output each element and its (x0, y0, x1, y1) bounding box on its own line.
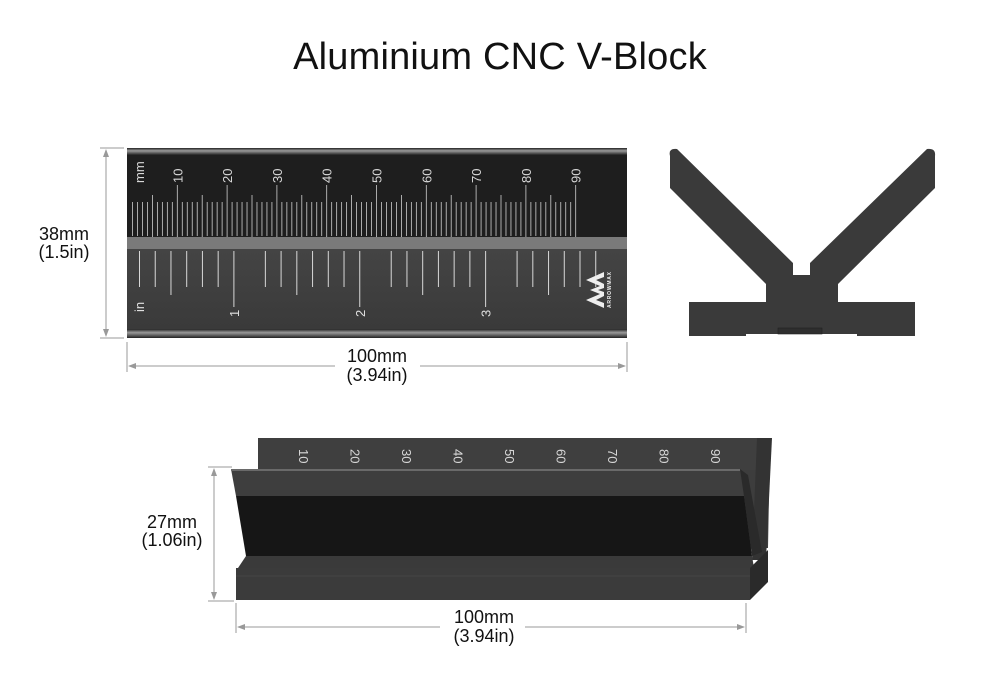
top-view-height-dimension: 38mm (1.5in) (38, 147, 124, 339)
perspective-width-dimension: 100mm (3.94in) (235, 603, 747, 646)
arrow-right-icon (618, 363, 626, 369)
base-front (236, 568, 750, 600)
perspective-mm-tick-label: 50 (502, 449, 517, 463)
height-metric-label: 27mm (147, 512, 197, 532)
perspective-mm-tick-label: 70 (605, 449, 620, 463)
perspective-mm-tick-label: 80 (657, 449, 672, 463)
logo-mark-icon (586, 272, 604, 308)
front-lip (231, 469, 744, 496)
height-imperial-label: (1.06in) (141, 530, 202, 550)
mm-tick-label: 50 (370, 169, 385, 183)
mm-tick-label: 30 (270, 169, 285, 183)
mm-tick-label: 80 (519, 169, 534, 183)
inch-tick-label: 3 (479, 310, 494, 317)
mm-tick-label: 70 (469, 169, 484, 183)
v-block-profile (669, 148, 936, 336)
width-metric-label: 100mm (347, 346, 407, 366)
perspective-mm-tick-label: 40 (451, 449, 466, 463)
width-imperial-label: (3.94in) (346, 365, 407, 385)
arrowmax-logo: ARROWMAX (586, 271, 613, 308)
back-face-top (258, 438, 770, 470)
arrow-up-icon (103, 149, 109, 157)
mm-tick-label: 20 (220, 169, 235, 183)
arrow-left-icon (128, 363, 136, 369)
height-imperial-label: (1.5in) (38, 242, 89, 262)
inch-label-group: 1 2 3 (227, 310, 494, 317)
perspective-height-dimension: 27mm (1.06in) (141, 466, 234, 602)
mm-tick-group (132, 185, 577, 237)
arrow-down-icon (103, 329, 109, 337)
slot-detail (777, 327, 823, 335)
side-view (669, 148, 936, 336)
center-band (127, 237, 627, 249)
ledge (238, 556, 754, 568)
width-imperial-label: (3.94in) (453, 626, 514, 646)
page-title: Aluminium CNC V-Block (293, 36, 707, 78)
inch-unit-label: in (132, 302, 147, 312)
base-right-end (750, 550, 768, 600)
mm-tick-label: 60 (419, 169, 434, 183)
right-slant-end (740, 469, 762, 556)
perspective-mm-tick-label: 20 (348, 449, 363, 463)
inch-scale-face (127, 249, 627, 329)
width-metric-label: 100mm (454, 607, 514, 627)
mm-label-group: 10 20 30 40 50 60 70 80 90 (170, 169, 583, 183)
inch-tick-group (139, 251, 597, 307)
perspective-mm-tick-label: 10 (296, 449, 311, 463)
height-metric-label: 38mm (39, 224, 89, 244)
v-channel (236, 496, 752, 556)
inch-tick-label: 1 (227, 310, 242, 317)
perspective-mm-tick-label: 90 (708, 449, 723, 463)
arrow-up-icon (211, 468, 217, 476)
perspective-mm-labels: 10 20 30 40 50 60 70 80 90 (296, 449, 723, 463)
top-view: 10 20 30 40 50 60 70 80 90 1 2 3 mm in ARROWMAX (127, 148, 627, 338)
inch-tick-label: 2 (353, 310, 368, 317)
top-rail (127, 148, 627, 155)
top-view-width-dimension: 100mm (3.94in) (126, 342, 628, 385)
mm-tick-label: 10 (170, 169, 185, 183)
logo-text: ARROWMAX (607, 271, 613, 308)
mm-tick-label: 90 (569, 169, 584, 183)
mm-unit-label: mm (132, 161, 147, 183)
perspective-mm-tick-label: 60 (554, 449, 569, 463)
bottom-rail (127, 329, 627, 338)
arrow-right-icon (737, 624, 745, 630)
arrow-down-icon (211, 592, 217, 600)
mm-scale-face (127, 155, 627, 237)
mm-tick-label: 40 (320, 169, 335, 183)
perspective-mm-tick-label: 30 (399, 449, 414, 463)
arrow-left-icon (237, 624, 245, 630)
